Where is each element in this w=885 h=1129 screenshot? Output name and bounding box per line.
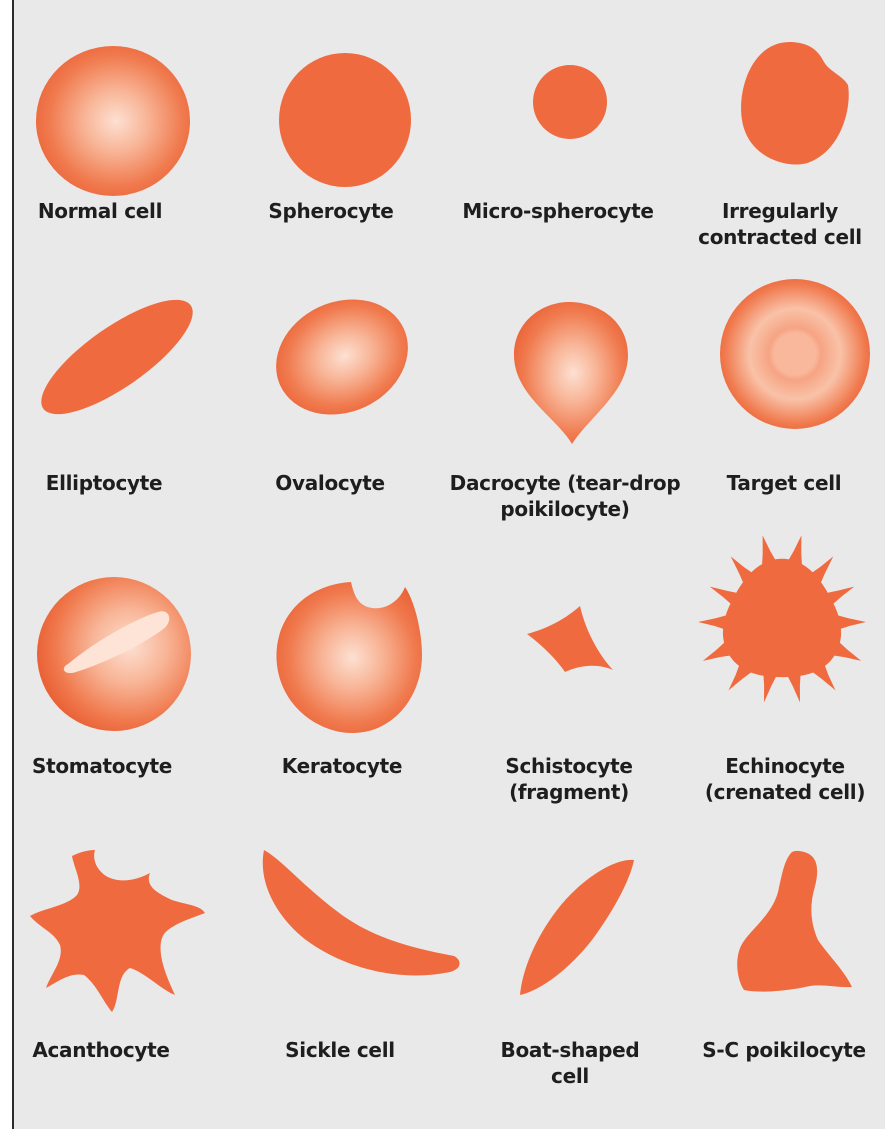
- label-ovalocyte: Ovalocyte: [230, 470, 430, 496]
- label-keratocyte: Keratocyte: [242, 753, 442, 779]
- label-irregularly-contracted-cell: Irregularly contracted cell: [680, 198, 880, 250]
- ovalocyte-shape: [257, 278, 427, 435]
- label-schistocyte: Schistocyte (fragment): [469, 753, 669, 805]
- irregularly-contracted-cell-shape: [741, 42, 849, 165]
- label-stomatocyte: Stomatocyte: [12, 753, 202, 779]
- label-spherocyte: Spherocyte: [231, 198, 431, 224]
- echinocyte-shape: [698, 535, 866, 702]
- boat-shaped-cell-shape: [520, 860, 634, 995]
- label-echinocyte: Echinocyte (crenated cell): [685, 753, 885, 805]
- keratocyte-shape: [276, 582, 422, 733]
- spherocyte-shape: [279, 53, 411, 187]
- elliptocyte-shape: [26, 281, 208, 433]
- cell-shapes-canvas: [14, 0, 885, 1129]
- stomatocyte-shape: [37, 577, 191, 731]
- s-c-poikilocyte-shape: [737, 851, 852, 992]
- target-cell-shape: [720, 279, 870, 429]
- label-s-c-poikilocyte: S-C poikilocyte: [684, 1037, 884, 1063]
- schistocyte-shape: [527, 606, 613, 672]
- acanthocyte-shape: [30, 850, 205, 1012]
- label-sickle-cell: Sickle cell: [240, 1037, 440, 1063]
- normal-cell-shape: [36, 46, 190, 196]
- label-normal-cell: Normal cell: [12, 198, 200, 224]
- micro-spherocyte-shape: [533, 65, 607, 139]
- label-target-cell: Target cell: [684, 470, 884, 496]
- sickle-cell-shape: [263, 850, 460, 975]
- dacrocyte-shape: [514, 302, 628, 444]
- label-micro-spherocyte: Micro-spherocyte: [458, 198, 658, 224]
- label-dacrocyte: Dacrocyte (tear-drop poikilocyte): [445, 470, 685, 522]
- label-boat-shaped-cell: Boat-shaped cell: [470, 1037, 670, 1089]
- cell-morphology-figure: Normal cell Spherocyte Micro-spherocyte …: [12, 0, 885, 1129]
- label-elliptocyte: Elliptocyte: [12, 470, 204, 496]
- label-acanthocyte: Acanthocyte: [12, 1037, 201, 1063]
